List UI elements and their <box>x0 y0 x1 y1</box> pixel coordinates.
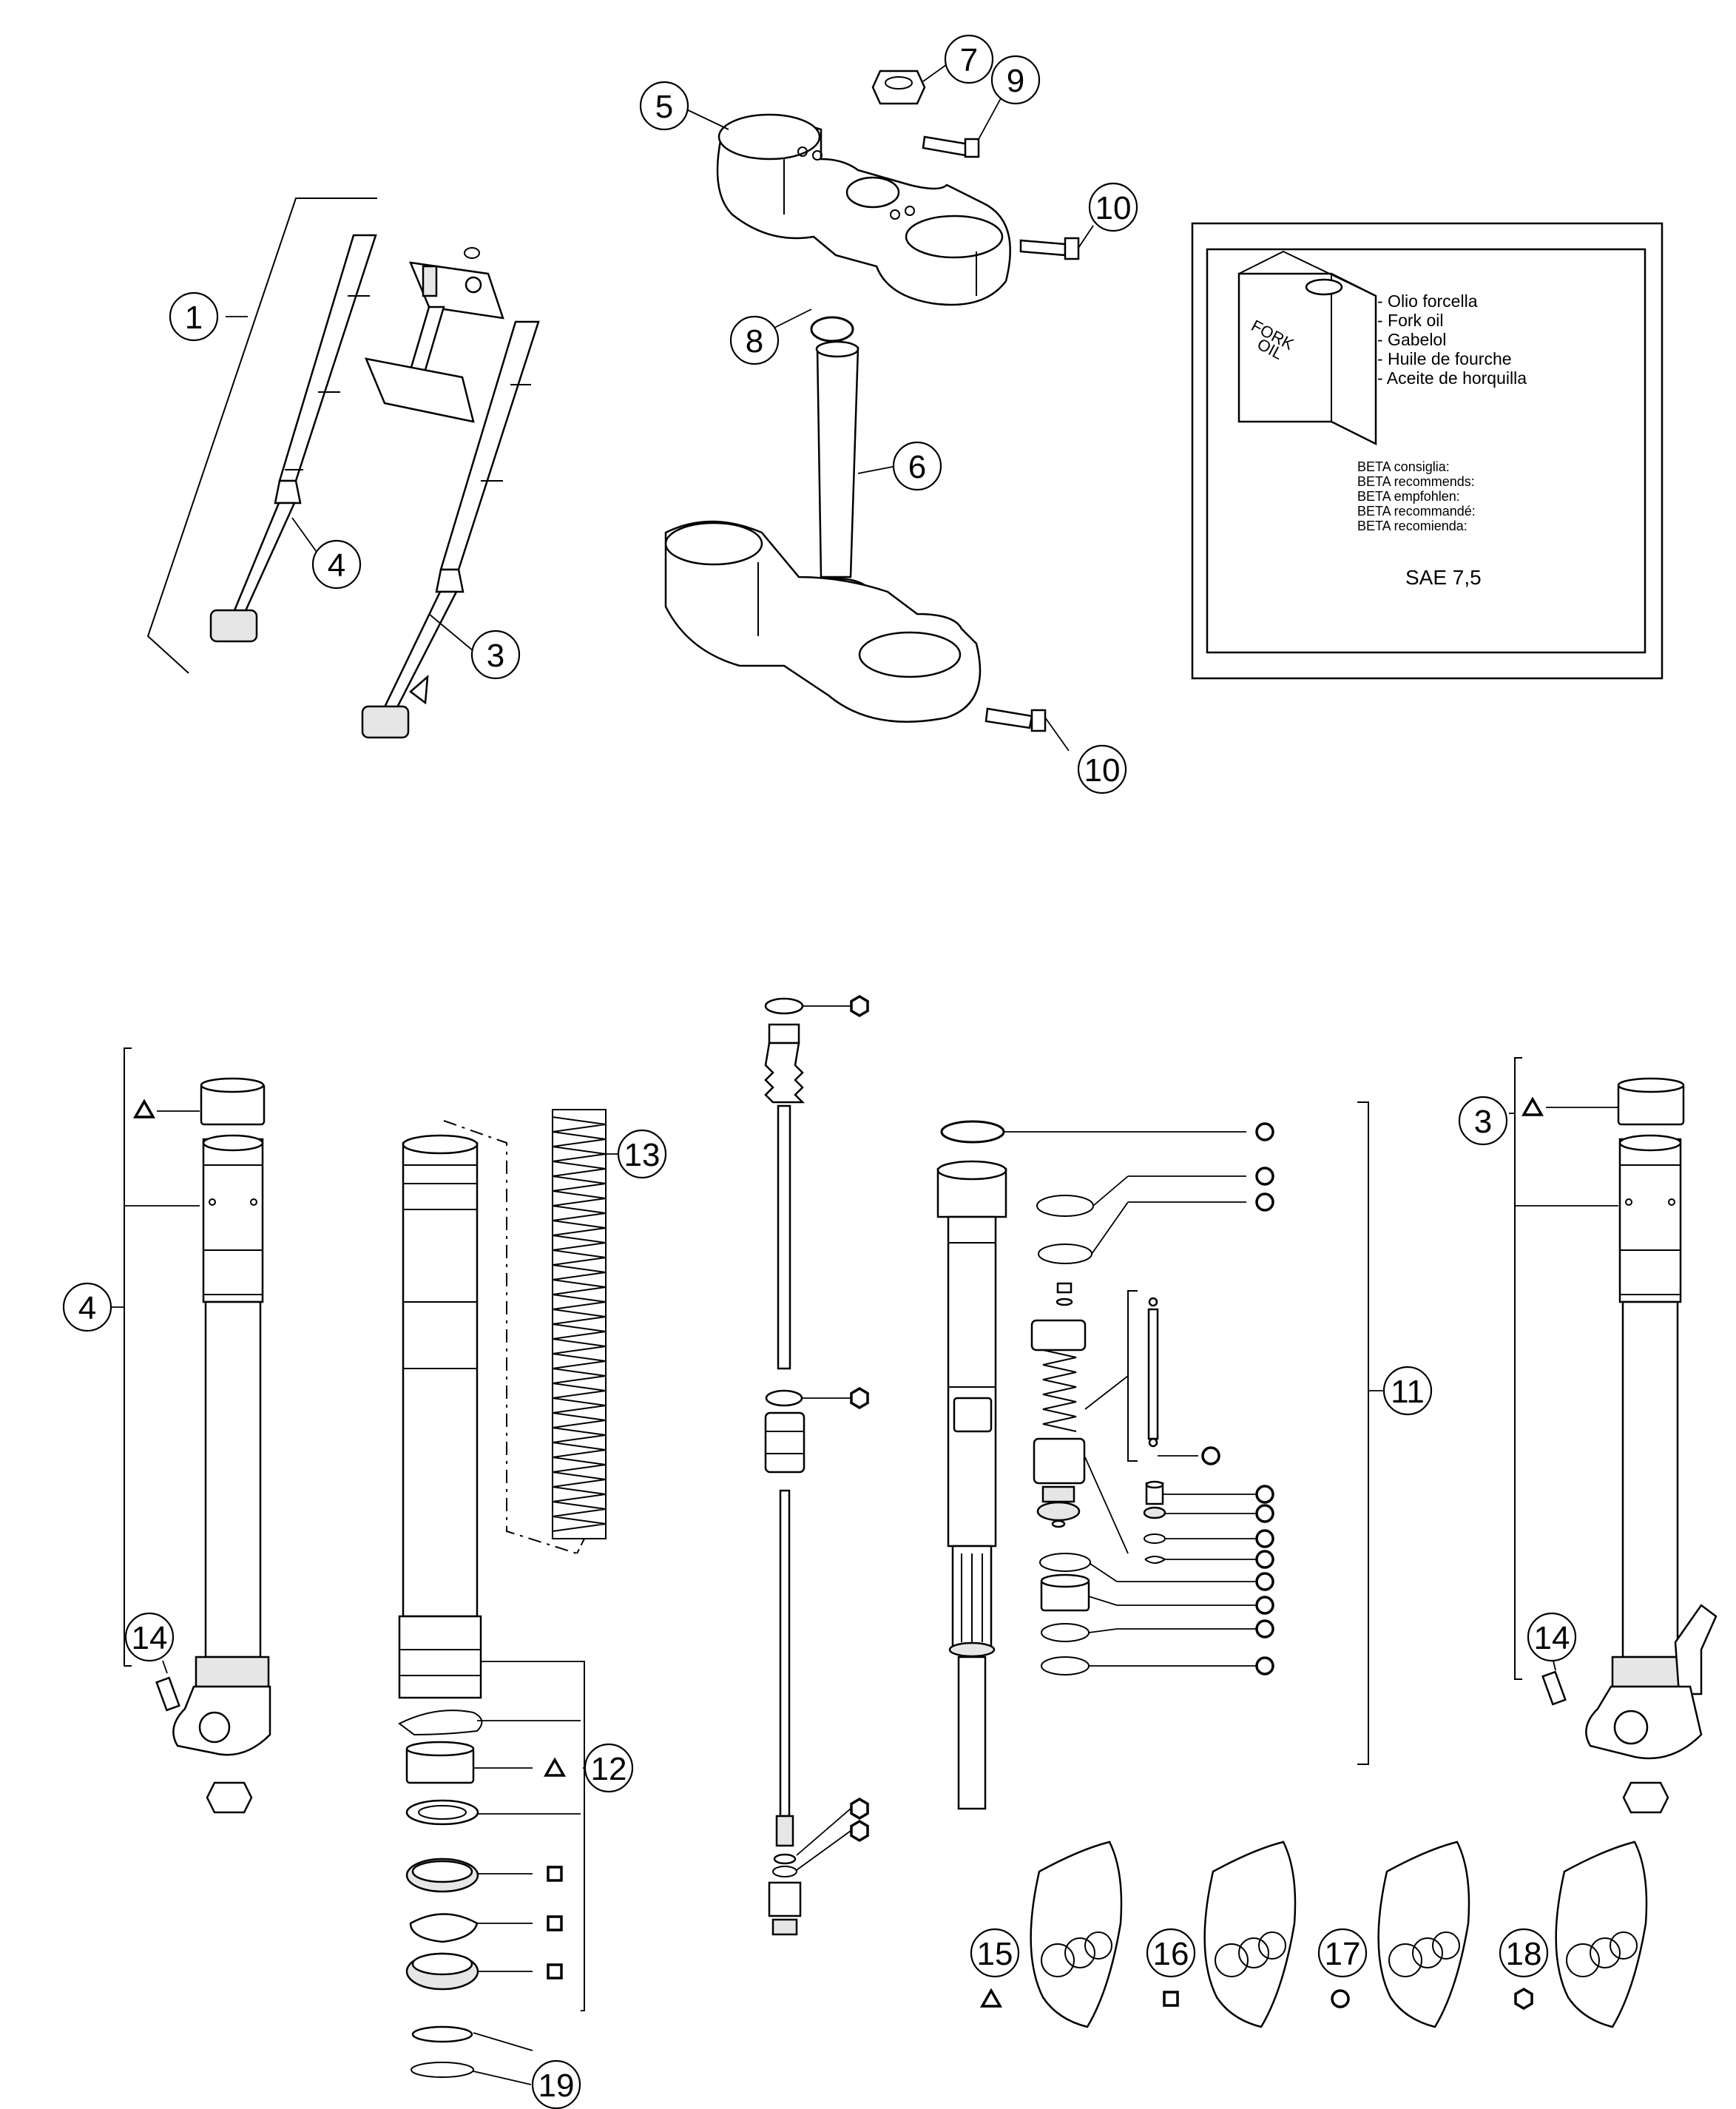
kit-bags <box>981 1840 1648 2028</box>
callout-3-top: 3 <box>470 630 521 680</box>
svg-text:9: 9 <box>1007 63 1024 99</box>
callout-14-left: 14 <box>124 1612 175 1662</box>
recommend-es: BETA recomienda: <box>1357 519 1468 533</box>
svg-text:4: 4 <box>78 1290 96 1326</box>
screw-14-right <box>1541 1670 1567 1706</box>
svg-text:16: 16 <box>1153 1936 1189 1972</box>
recommend-de: BETA empfohlen: <box>1357 489 1460 504</box>
svg-text:12: 12 <box>591 1751 627 1787</box>
left-fork-leg-detail <box>124 1047 271 1814</box>
callout-17: 17 <box>1317 1928 1368 1978</box>
svg-text:14: 14 <box>132 1620 168 1656</box>
svg-text:8: 8 <box>746 323 763 360</box>
svg-text:10: 10 <box>1084 752 1121 789</box>
callout-9: 9 <box>990 55 1041 105</box>
svg-text:11: 11 <box>1391 1374 1425 1410</box>
recommend-it: BETA consiglia: <box>1357 459 1450 474</box>
svg-text:14: 14 <box>1534 1620 1570 1656</box>
callout-6: 6 <box>892 441 942 491</box>
clamp-bolt-side-upper <box>1019 237 1080 260</box>
callout-11: 11 <box>1382 1366 1433 1416</box>
svg-text:19: 19 <box>538 2068 575 2104</box>
outer-fork-tube <box>398 1120 578 1699</box>
callout-7: 7 <box>944 34 994 84</box>
svg-text:18: 18 <box>1506 1936 1542 1972</box>
svg-text:6: 6 <box>908 449 926 485</box>
inner-cartridge-assembly <box>936 1101 1383 1810</box>
kit-bag-18 <box>1555 1840 1648 2028</box>
damper-rod-cartridge <box>764 995 869 1936</box>
kit-bag-16 <box>1203 1840 1297 2028</box>
fork-assembly-group <box>146 198 540 739</box>
ring-19 <box>411 2062 532 2085</box>
upper-triple-clamp <box>716 113 1011 306</box>
callout-18: 18 <box>1499 1928 1549 1978</box>
callout-4-top: 4 <box>311 539 362 590</box>
clamp-bolt-lower <box>984 707 1047 732</box>
kit-bag-15 <box>1030 1840 1123 2028</box>
svg-text:1: 1 <box>185 300 203 336</box>
svg-text:17: 17 <box>1325 1936 1361 1972</box>
left-fork-leg-small <box>209 234 377 643</box>
steering-nut <box>871 70 926 105</box>
oil-name-es: - Aceite de horquilla <box>1377 368 1527 388</box>
callout-1: 1 <box>169 291 219 342</box>
svg-text:3: 3 <box>1474 1104 1492 1140</box>
oil-name-en: - Fork oil <box>1377 311 1443 330</box>
callout-13: 13 <box>617 1129 667 1179</box>
callout-16: 16 <box>1146 1928 1196 1978</box>
oil-name-fr: - Huile de fourche <box>1377 349 1512 368</box>
svg-text:7: 7 <box>960 42 978 78</box>
svg-text:13: 13 <box>624 1137 661 1173</box>
callout-3-bottom: 3 <box>1458 1096 1508 1146</box>
recommend-fr: BETA recommandé: <box>1357 504 1476 519</box>
callout-4-bottom: 4 <box>62 1282 112 1332</box>
callout-10-top: 10 <box>1088 182 1138 232</box>
o-ring-8 <box>810 316 854 342</box>
oil-grade: SAE 7,5 <box>1405 566 1482 589</box>
oil-name-it: - Olio forcella <box>1377 291 1478 311</box>
callout-10-bottom: 10 <box>1077 744 1127 794</box>
recommend-en: BETA recommends: <box>1357 474 1475 489</box>
callout-5: 5 <box>639 81 689 131</box>
clamp-bolt-upper <box>922 135 980 158</box>
svg-text:15: 15 <box>977 1936 1013 1972</box>
fork-oil-box: FORK OIL - Olio forcella - Fork oil - Ga… <box>1191 222 1664 680</box>
callout-19: 19 <box>531 2059 581 2109</box>
right-fork-leg-detail <box>1509 1057 1718 1814</box>
oil-name-de: - Gabelol <box>1377 330 1446 349</box>
svg-text:3: 3 <box>487 638 504 674</box>
screw-14-left <box>155 1676 180 1712</box>
seal-kit-12 <box>398 1661 585 2051</box>
svg-text:5: 5 <box>655 89 673 125</box>
callout-14-right: 14 <box>1527 1612 1577 1662</box>
lower-triple-clamp-with-stem <box>664 340 982 723</box>
oil-can-icon: FORK OIL <box>1237 250 1377 446</box>
kit-bag-17 <box>1377 1840 1470 2028</box>
svg-text:4: 4 <box>328 547 345 584</box>
callout-15: 15 <box>970 1928 1020 1978</box>
callout-8: 8 <box>729 315 780 365</box>
callout-12: 12 <box>584 1743 634 1793</box>
triple-clamp-small <box>364 247 504 423</box>
svg-text:10: 10 <box>1095 190 1132 226</box>
fork-spring <box>552 1109 607 1554</box>
